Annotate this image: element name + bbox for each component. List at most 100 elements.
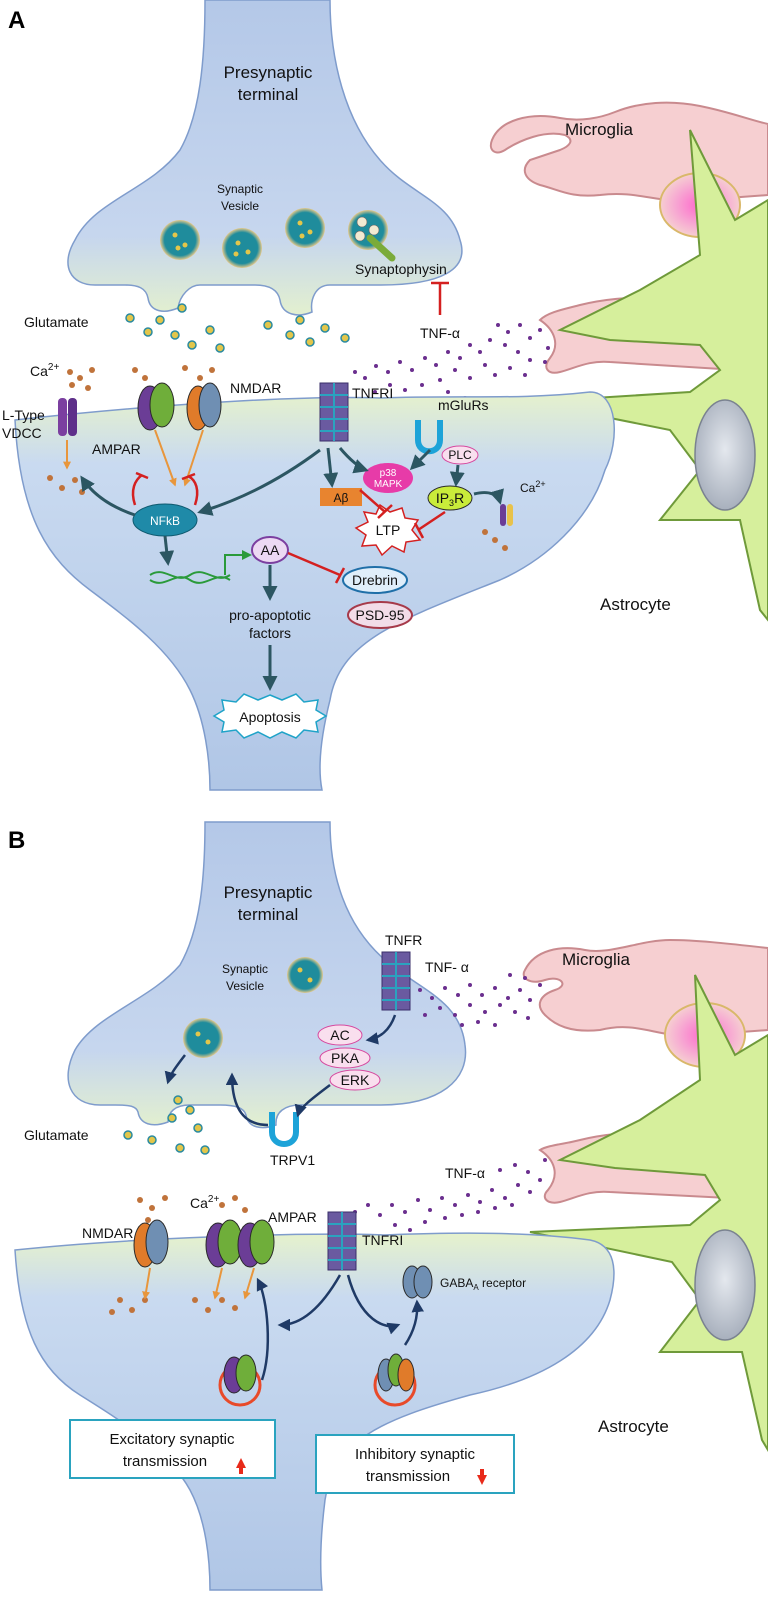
ltype-vdcc-channel xyxy=(58,398,77,470)
presynaptic-terminal-b xyxy=(67,821,467,1129)
synaptic-vesicles-b xyxy=(183,957,323,1058)
trpv1-label: TRPV1 xyxy=(270,1152,315,1168)
plc-label: PLC xyxy=(448,448,472,462)
panel-a-letter: A xyxy=(8,7,25,34)
ampar-channels-b xyxy=(205,1219,275,1300)
ca-channel-a2 xyxy=(500,504,513,526)
aa-label: AA xyxy=(261,542,280,558)
drebrin-label: Drebrin xyxy=(352,572,398,588)
tnfr-receptor-b xyxy=(381,951,411,1011)
tnfri-label-a: TNFRI xyxy=(352,385,393,401)
tnfr-label-b: TNFR xyxy=(385,932,422,948)
ip3r-label: IP3R xyxy=(436,490,464,508)
panel-b-letter: B xyxy=(8,827,25,854)
vesicle xyxy=(222,228,262,268)
trpv1-channel xyxy=(269,1112,299,1147)
glutamate-label-a: Glutamate xyxy=(24,314,89,330)
microglia-label-a: Microglia xyxy=(565,120,634,139)
plc-node xyxy=(441,445,479,465)
inhibitory-label-line2: transmission xyxy=(366,1468,450,1485)
presynaptic-label-b-line1: Presynaptic xyxy=(224,883,313,902)
erk-node xyxy=(329,1069,381,1091)
ltp-label: LTP xyxy=(376,522,401,538)
excitatory-label-line2: transmission xyxy=(123,1453,207,1470)
p38-label-line2: MAPK xyxy=(374,479,403,490)
synaptophysin-label: Synaptophysin xyxy=(355,261,447,277)
glutamate-dots-a xyxy=(125,303,350,353)
drebrin-node xyxy=(342,566,408,594)
ampar-label-a: AMPAR xyxy=(92,441,141,457)
pka-node xyxy=(319,1047,371,1069)
vesicle xyxy=(160,220,200,260)
vesicle-label-b-line2: Vesicle xyxy=(226,979,264,993)
excitatory-result-box: Excitatory synaptic transmission xyxy=(69,1419,276,1479)
nmdar-label-b: NMDAR xyxy=(82,1225,133,1241)
proapoptotic-label-line1: pro-apoptotic xyxy=(229,607,311,623)
p38-mapk-node xyxy=(363,463,413,493)
gaba-endosome xyxy=(373,1353,417,1407)
ampar-label-b: AMPAR xyxy=(268,1209,317,1225)
presynaptic-label-b-line2: terminal xyxy=(238,905,298,924)
signaling-arrows-a xyxy=(80,447,504,691)
tnf-label-b-top: TNF- α xyxy=(425,959,469,975)
vesicle xyxy=(348,210,388,250)
calcium-dots-a xyxy=(47,365,508,551)
ampar-endosome xyxy=(218,1354,262,1407)
glutamate-dots-b xyxy=(123,1095,210,1155)
calcium-dots-b xyxy=(109,1195,248,1315)
ac-node xyxy=(317,1024,363,1046)
tnf-label-a: TNF-α xyxy=(420,325,460,341)
ltype-label-line1: L-Type xyxy=(2,407,45,423)
ca-label-a: Ca2+ xyxy=(30,362,59,379)
glutamate-label-b: Glutamate xyxy=(24,1127,89,1143)
astrocyte-nucleus-a xyxy=(694,399,756,511)
tnf-inhibits-synaptophysin xyxy=(431,281,449,315)
psd95-node xyxy=(347,601,413,629)
presynaptic-label-a-line1: Presynaptic xyxy=(224,63,313,82)
astrocyte-nucleus-b xyxy=(694,1229,756,1341)
tnf-label-b-bottom: TNF-α xyxy=(445,1165,485,1181)
tnfri-label-b: TNFRI xyxy=(362,1232,403,1248)
inhibition-marks-a xyxy=(131,471,446,584)
down-arrow-icon xyxy=(477,1469,487,1485)
mglurs-label: mGluRs xyxy=(438,397,489,413)
apoptosis-burst xyxy=(212,693,328,739)
tnf-dots-b-bottom xyxy=(353,1158,547,1232)
inhibitory-result-box: Inhibitory synaptic transmission xyxy=(315,1434,515,1494)
aa-node xyxy=(251,536,289,564)
nmdar-label-a: NMDAR xyxy=(230,380,281,396)
signaling-arrows-b-pre xyxy=(164,1014,397,1127)
gaba-receptor-b xyxy=(402,1265,433,1299)
vesicle-label-a-line1: Synaptic xyxy=(217,182,263,196)
proapoptotic-label-line2: factors xyxy=(249,625,291,641)
tnfri-receptor-a xyxy=(319,382,349,442)
erk-label: ERK xyxy=(341,1072,370,1088)
nfkb-label: NFkB xyxy=(150,514,180,528)
ca-label-b: Ca2+ xyxy=(190,1194,219,1211)
psd95-label: PSD-95 xyxy=(355,607,404,623)
ca-label-a2: Ca2+ xyxy=(520,479,546,495)
signaling-arrows-b-post xyxy=(256,1274,424,1381)
ampar-channel-a xyxy=(137,382,177,487)
presynaptic-label-a-line2: terminal xyxy=(238,85,298,104)
vesicle xyxy=(285,208,325,248)
inhibitory-label-line1: Inhibitory synaptic xyxy=(355,1446,476,1463)
vesicle-label-a-line2: Vesicle xyxy=(221,199,259,213)
ltp-burst xyxy=(354,503,422,557)
transcription-arrow xyxy=(224,550,252,575)
microglia-label-b: Microglia xyxy=(562,950,631,969)
nmdar-channel-a xyxy=(183,382,222,487)
astrocyte-label-b: Astrocyte xyxy=(598,1417,669,1436)
panel-a: A Microglia Astrocyte Presynaptic termin… xyxy=(2,0,768,791)
abeta-label: Aβ xyxy=(334,491,349,505)
tnfri-receptor-b xyxy=(327,1211,357,1271)
gaba-receptor-label: GABAA receptor xyxy=(440,1276,526,1292)
vesicle-label-b-line1: Synaptic xyxy=(222,962,268,976)
panel-b: B Microglia Astrocyte Presynaptic termin… xyxy=(8,821,768,1591)
tnf-dots-b-top xyxy=(418,973,542,1027)
astrocyte-label-a: Astrocyte xyxy=(600,595,671,614)
excitatory-label-line1: Excitatory synaptic xyxy=(109,1431,235,1448)
pka-label: PKA xyxy=(331,1050,360,1066)
synaptic-vesicles-a xyxy=(160,208,396,268)
